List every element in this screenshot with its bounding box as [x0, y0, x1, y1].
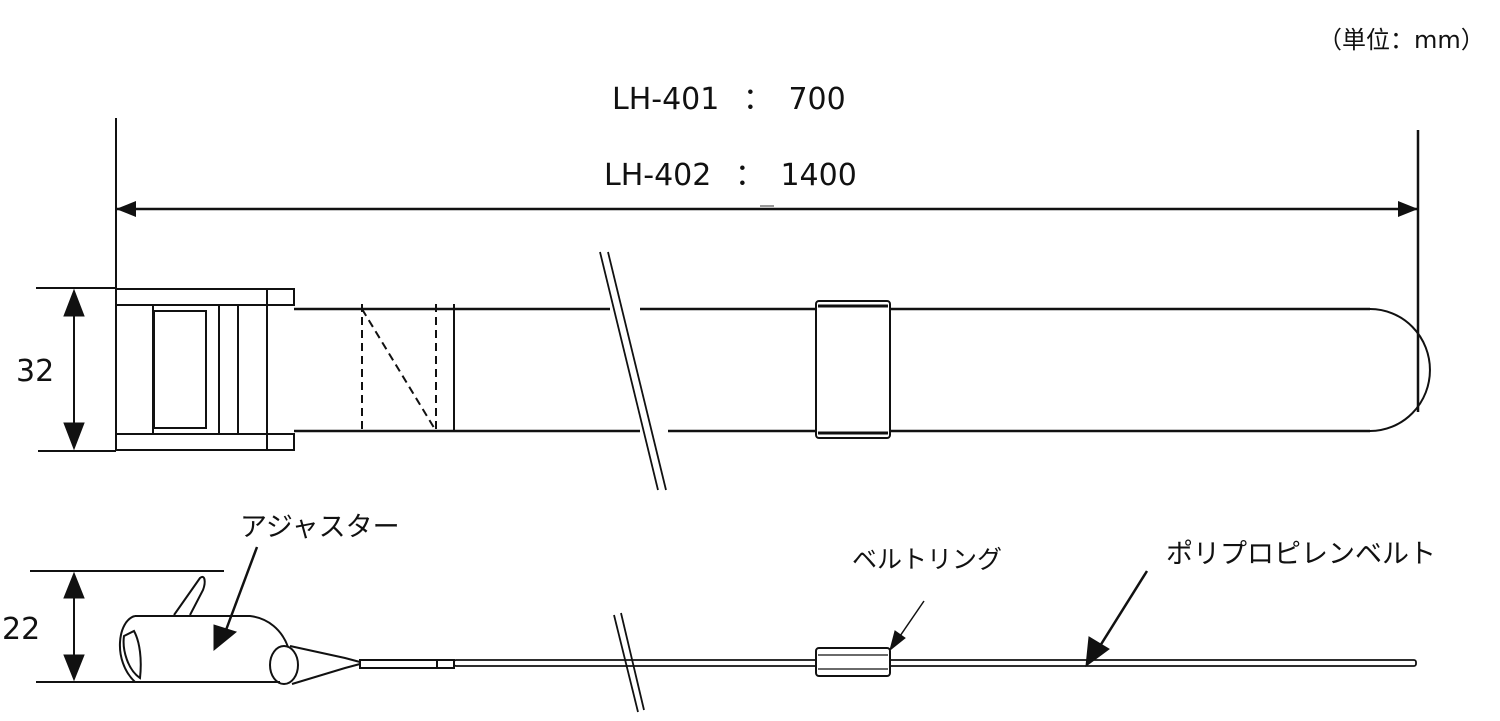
- belt-ring-side-view: [815, 647, 891, 677]
- length-dim-row-lh402: LH-402 ： 1400: [604, 150, 857, 194]
- break-mark-top: [599, 251, 667, 491]
- adjuster-side-view: [119, 576, 455, 685]
- length-dimension: [115, 118, 1420, 412]
- length-dim-row-lh401: LH-401 ： 700: [612, 74, 846, 118]
- length-value: 700: [788, 82, 846, 117]
- model-label: LH-401: [612, 82, 720, 117]
- arrow-icon-adjuster: [213, 546, 259, 652]
- belt-side-view: [453, 659, 1417, 667]
- length-value: 1400: [780, 158, 857, 193]
- unit-note: （単位：mm）: [1318, 26, 1485, 54]
- break-mark-side: [613, 612, 645, 713]
- height-dim-label: 22: [2, 612, 41, 647]
- arrow-icon-pp-belt: [1085, 570, 1149, 668]
- adjuster-top-view: [115, 288, 295, 451]
- model-label: LH-402: [604, 158, 712, 193]
- belt-top-view: [294, 304, 1431, 433]
- separator: ：: [734, 158, 765, 193]
- callout-adjuster: アジャスター: [240, 512, 400, 543]
- width-dim-label: 32: [16, 354, 55, 389]
- separator: ：: [742, 82, 773, 117]
- callout-pp-belt: ポリプロピレンベルト: [1166, 539, 1436, 570]
- callout-belt-ring: ベルトリング: [852, 545, 1003, 574]
- width-dimension-32: [36, 287, 116, 452]
- belt-ring-top-view: [815, 300, 891, 439]
- arrow-icon-belt-ring: [889, 600, 925, 652]
